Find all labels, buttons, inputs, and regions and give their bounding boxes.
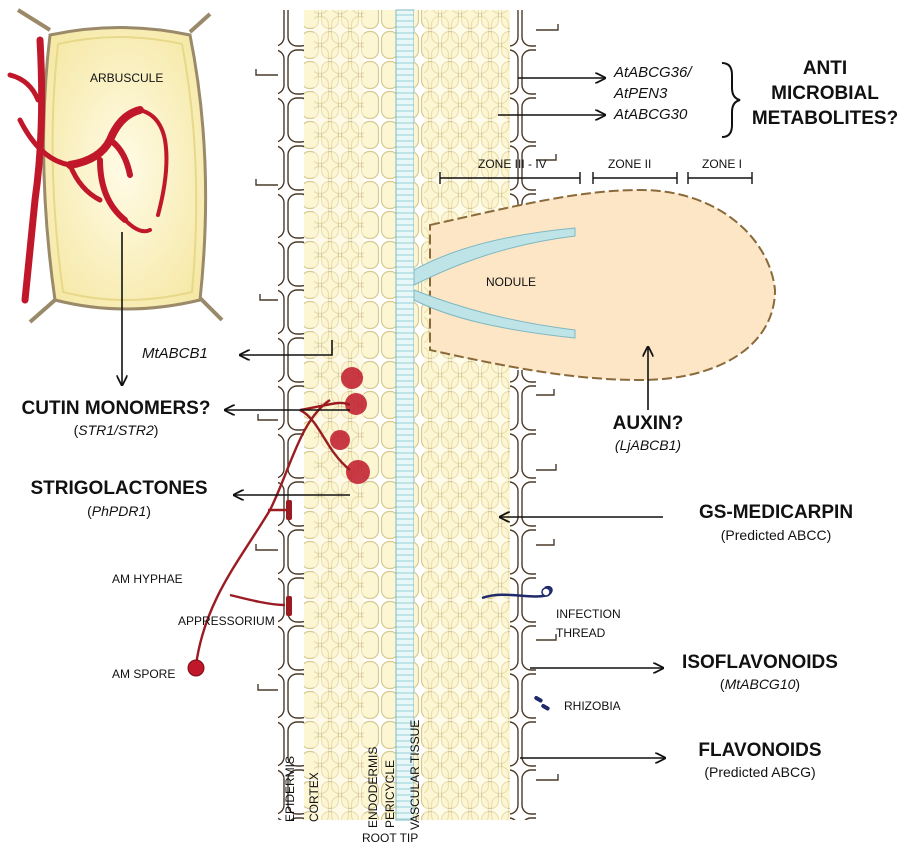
mtabcb1-label: MtABCB1 — [142, 345, 208, 362]
cortex-label: CORTEX — [307, 738, 321, 822]
thread-label: THREAD — [556, 627, 605, 641]
root-tip-label: ROOT TIP — [362, 832, 418, 846]
left-epidermis — [278, 10, 304, 820]
zone-2-label: ZONE II — [608, 158, 651, 172]
gs-medicarpin-label: GS-MEDICARPIN — [666, 502, 886, 524]
infection-label: INFECTION — [556, 608, 621, 622]
microbial-label: MICROBIAL — [745, 83, 905, 105]
flavonoids-sub-label: (Predicted ABCG) — [660, 764, 860, 780]
arbuscule-label: ARBUSCULE — [90, 72, 163, 86]
appressorium-mark-upper — [286, 500, 292, 520]
right-epidermis — [510, 10, 536, 820]
isoflavonoids-label: ISOFLAVONOIDS — [660, 652, 860, 674]
appressorium-mark — [286, 596, 292, 616]
rhizobia-label: RHIZOBIA — [564, 700, 621, 714]
cutin-label: CUTIN MONOMERS? — [6, 398, 226, 420]
brace — [722, 63, 740, 137]
am-hyphae-label: AM HYPHAE — [112, 573, 183, 587]
right-cortex — [414, 10, 510, 820]
auxin-sub-label: (LjABCB1) — [598, 437, 698, 453]
auxin-label: AUXIN? — [598, 413, 698, 435]
metabolites-label: METABOLITES? — [745, 108, 905, 130]
zone-3-4-label: ZONE III - IV — [478, 158, 547, 172]
strigolactones-sub-label: (PhPDR1) — [4, 503, 234, 519]
arbuscule-cell — [18, 10, 222, 322]
zone-1-label: ZONE I — [702, 158, 742, 172]
gs-medicarpin-sub-label: (Predicted ABCC) — [666, 527, 886, 543]
strigolactones-label: STRIGOLACTONES — [4, 478, 234, 500]
nodule-label: NODULE — [486, 276, 536, 290]
flavonoids-label: FLAVONOIDS — [660, 740, 860, 762]
atpen3-label: AtPEN3 — [614, 85, 667, 102]
isoflavonoids-sub-label: (MtABCG10) — [660, 676, 860, 692]
left-endodermis-pericycle — [364, 10, 396, 820]
atabcg36-label: AtABCG36/ — [614, 64, 692, 81]
am-spore-label: AM SPORE — [112, 668, 175, 682]
nodule — [414, 190, 775, 380]
endodermis-label: ENDODERMIS — [366, 718, 380, 828]
am-spore-dot — [188, 660, 204, 676]
pericycle-label: PERICYCLE — [383, 742, 397, 828]
appressorium-label: APPRESSORIUM — [178, 615, 275, 629]
rhizobia-cells — [534, 695, 551, 711]
vascular-tissue-label: VASCULAR TISSUE — [408, 690, 422, 830]
cutin-sub-label: (STR1/STR2) — [6, 422, 226, 438]
infection-thread-tip — [542, 588, 550, 596]
atabcg30-label: AtABCG30 — [614, 106, 687, 123]
anti-label: ANTI — [745, 58, 905, 80]
epidermis-label: EPIDERMIS — [283, 722, 297, 822]
